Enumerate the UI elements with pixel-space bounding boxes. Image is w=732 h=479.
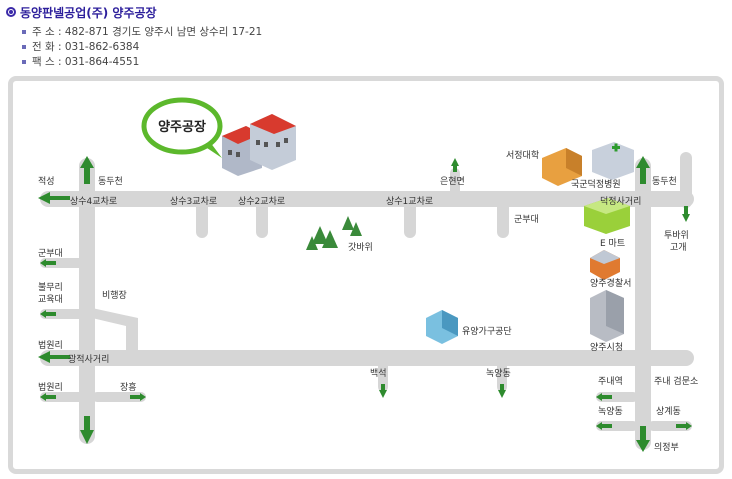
road-network — [40, 152, 694, 450]
factory-bubble: 양주공장 — [141, 97, 223, 158]
road-sangsu1-branch — [404, 192, 416, 238]
label-nogyang-mid: 녹양동 — [486, 368, 511, 379]
university-building-icon — [542, 148, 582, 186]
label-junae: 주내역 — [598, 376, 623, 387]
direction-arrows — [38, 156, 692, 452]
address-text: 주 소 : 482-871 경기도 양주시 남면 상수리 17-21 — [32, 26, 263, 38]
fax-line: 팩 스 : 031-864-4551 — [22, 54, 139, 69]
arrow-down-left-icon — [80, 416, 94, 444]
arrow-up-eunhyeon-icon — [451, 158, 459, 172]
arrow-down-uijeongbu-icon — [636, 426, 650, 452]
label-sangsu1: 상수1교차로 — [386, 195, 433, 207]
label-bulmuri-1: 불무리 — [38, 282, 63, 293]
factory-building-icon — [222, 114, 296, 176]
square-bullet-icon — [22, 59, 26, 64]
label-sangsu4: 상수4교차로 — [70, 195, 117, 207]
label-sanggye: 상계동 — [656, 405, 681, 417]
label-airfield: 비행장 — [102, 289, 127, 301]
map-labels: 적성 동두천 상수4교차로 상수3교차로 상수2교차로 상수1교차로 은현면 서… — [38, 150, 698, 453]
label-bulmuri-2: 교육대 — [38, 294, 63, 305]
page-header: 동양판넬공업(주) 양주공장 — [6, 3, 157, 21]
arrow-down-tubawi-icon — [682, 206, 690, 222]
label-jeokseong: 적성 — [38, 175, 55, 187]
road-janghung — [92, 392, 146, 402]
label-junae-checkpoint: 주내 검문소 — [654, 375, 698, 387]
label-tubawi-2: 고개 — [670, 242, 687, 253]
label-army-left: 군부대 — [38, 248, 63, 259]
label-seojeong-univ: 서정대학 — [506, 150, 539, 161]
bubble-tail — [204, 142, 222, 158]
arrow-left-beobwonri-icon — [40, 393, 56, 401]
road-tubawi — [680, 152, 692, 208]
label-janghung: 장흥 — [120, 381, 137, 393]
arrow-left-gwangjeok-icon — [38, 351, 70, 363]
tree-icon — [306, 216, 362, 250]
road-nogyang-mid — [497, 358, 507, 392]
arrow-left-nogyang-icon — [596, 422, 612, 430]
factory-bubble-label: 양주공장 — [158, 119, 206, 135]
fax-text: 팩 스 : 031-864-4551 — [32, 56, 140, 68]
label-gwangjeok: 광적사거리 — [68, 353, 109, 365]
square-bullet-icon — [22, 29, 26, 34]
address-line: 주 소 : 482-871 경기도 양주시 남면 상수리 17-21 — [22, 24, 262, 39]
arrow-left-junae-icon — [596, 393, 612, 401]
furniture-complex-icon — [426, 310, 458, 344]
label-hospital: 국군덕정병원 — [571, 179, 621, 190]
square-bullet-icon — [22, 44, 26, 49]
cityhall-building-icon — [590, 290, 624, 342]
label-dongducheon-right: 동두천 — [652, 176, 677, 187]
road-nogyang-right — [596, 421, 638, 431]
label-emart: E 마트 — [600, 238, 625, 249]
label-uijeongbu: 의정부 — [654, 442, 679, 453]
phone-text: 전 화 : 031-862-6384 — [32, 41, 140, 53]
road-right-vertical — [635, 158, 651, 450]
label-baekseok: 백석 — [370, 368, 387, 379]
police-building-icon — [590, 250, 620, 280]
label-gatbawi: 갓바위 — [348, 242, 373, 253]
arrow-down-nogyang-icon — [498, 384, 506, 398]
arrow-left-army-icon — [40, 259, 56, 267]
road-baekseok — [378, 358, 388, 392]
road-airfield — [92, 308, 138, 358]
label-beobwonri-bottom: 법원리 — [38, 382, 63, 393]
arrow-left-bulmuri-icon — [40, 310, 56, 318]
label-cityhall: 양주시청 — [590, 342, 623, 353]
label-eunhyeon: 은현면 — [440, 176, 465, 187]
hospital-building-icon — [592, 142, 634, 180]
arrow-down-baekseok-icon — [379, 384, 387, 398]
road-beobwonri-bottom — [40, 392, 86, 402]
road-army-left — [40, 258, 86, 268]
page-title: 동양판넬공업(주) 양주공장 — [20, 5, 157, 20]
road-sangsu3-branch — [196, 192, 208, 238]
road-sangsu2-branch — [256, 192, 268, 238]
emart-building-icon — [584, 198, 630, 234]
label-army-mid: 군부대 — [514, 214, 539, 225]
road-bulmuri — [40, 309, 86, 319]
circle-bullet-icon — [6, 7, 16, 17]
label-beobwonri-top: 법원리 — [38, 340, 63, 351]
arrow-up-dongducheon-right-icon — [636, 156, 650, 184]
label-sangsu2: 상수2교차로 — [238, 195, 285, 207]
phone-line: 전 화 : 031-862-6384 — [22, 39, 139, 54]
label-dongducheon-left: 동두천 — [98, 176, 123, 187]
road-army-branch — [497, 192, 509, 238]
arrow-right-janghung-icon — [130, 393, 146, 401]
label-deokjeong: 덕정사거리 — [600, 196, 641, 207]
road-left-vertical — [79, 158, 95, 444]
label-tubawi-1: 투바위 — [664, 230, 689, 241]
arrow-right-sanggye-icon — [676, 422, 692, 430]
road-gwangjeok — [40, 350, 694, 366]
arrow-left-jeokseong-icon — [38, 192, 70, 204]
bubble-outline — [141, 97, 223, 155]
road-eunhyeon-branch — [450, 168, 460, 198]
label-nogyang-right: 녹양동 — [598, 406, 623, 417]
arrow-up-dongducheon-icon — [80, 156, 94, 184]
label-sangsu3: 상수3교차로 — [170, 195, 217, 207]
label-furniture: 유양가구공단 — [462, 326, 512, 337]
label-police: 양주경찰서 — [590, 277, 631, 289]
road-junae — [596, 392, 638, 402]
road-sanggye — [648, 421, 692, 431]
